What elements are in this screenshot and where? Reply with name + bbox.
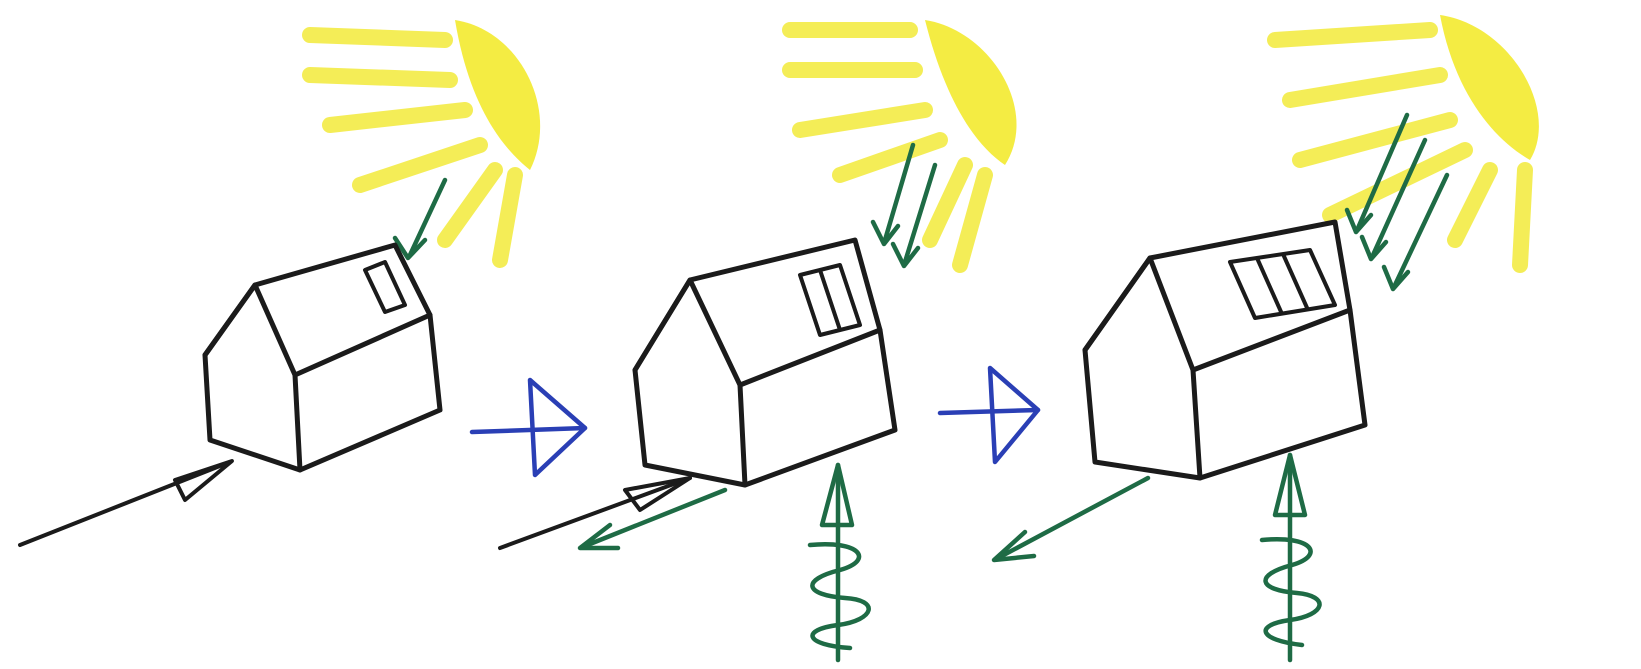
transition-arrow-2	[940, 368, 1038, 462]
stage-1-panel	[20, 20, 540, 545]
sun-energy-arrow	[395, 180, 445, 258]
solar-panel-icon	[800, 265, 860, 335]
grid-input-arrow	[20, 461, 232, 545]
stage-3-panel	[994, 15, 1539, 660]
stage-2-panel	[500, 20, 1017, 660]
geothermal-coil-icon	[810, 465, 869, 660]
transition-arrow-1	[472, 380, 585, 475]
sun-icon	[790, 20, 1017, 265]
house-icon	[205, 245, 440, 470]
house-icon	[635, 240, 895, 485]
geothermal-coil-icon	[1262, 455, 1320, 660]
grid-output-arrow	[994, 478, 1148, 560]
solar-panel-icon	[1230, 250, 1335, 318]
solar-panel-icon	[365, 262, 405, 312]
grid-exchange-arrow	[500, 478, 725, 548]
house-icon	[1085, 222, 1365, 478]
